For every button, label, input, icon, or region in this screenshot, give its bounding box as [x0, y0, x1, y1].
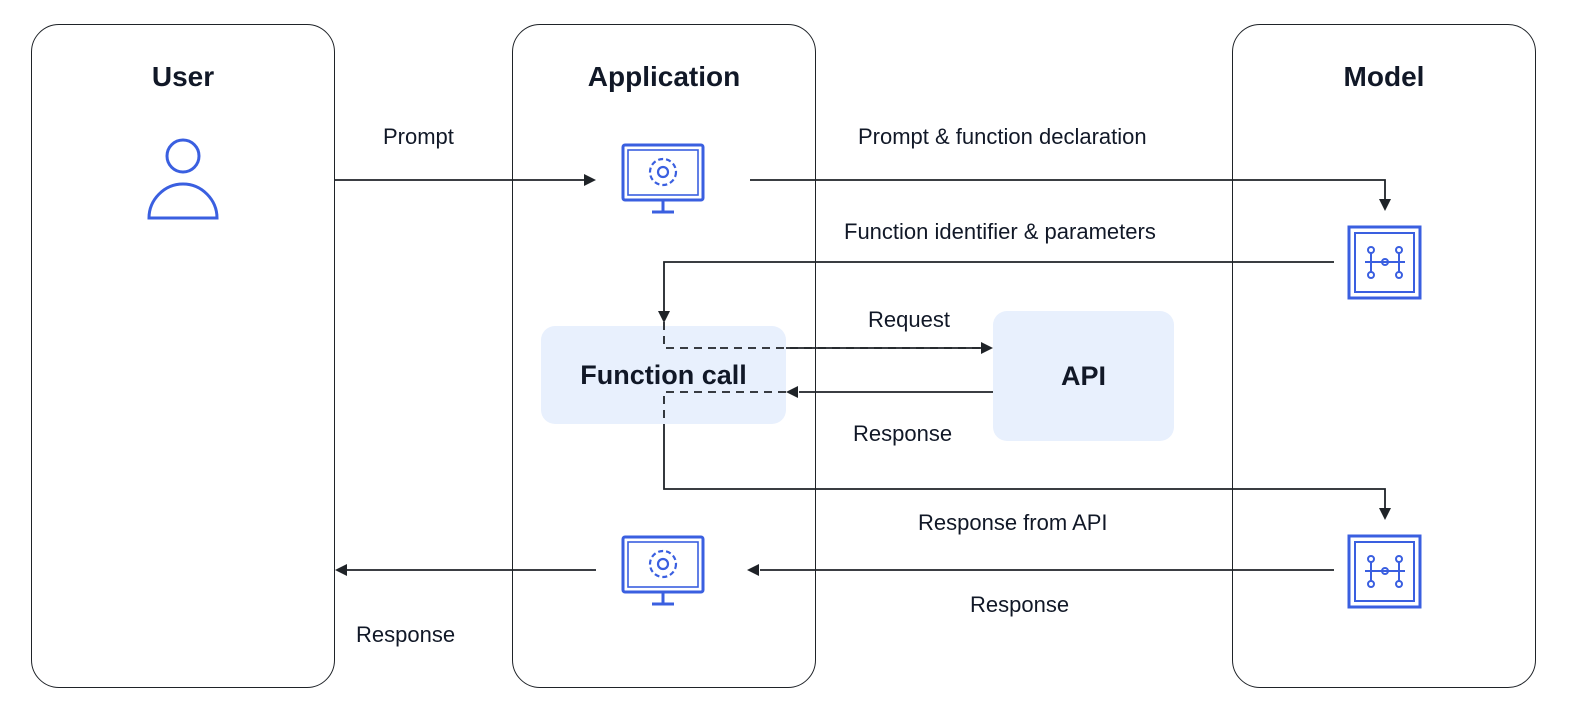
application-lane: Application [512, 24, 816, 688]
model-lane: Model [1232, 24, 1536, 688]
model-chip-icon-bottom [1347, 534, 1422, 609]
app-settings-icon-bottom [621, 535, 705, 606]
user-icon [147, 138, 219, 220]
arrowhead-identifier [658, 311, 670, 323]
model-chip-icon-top [1347, 225, 1422, 300]
arrowhead-response-from-api [1379, 508, 1391, 520]
arrowhead-model-response [747, 564, 759, 576]
identifier-arrow [663, 261, 1334, 312]
arrowhead-declaration [1379, 199, 1391, 211]
response-dashed-path [663, 391, 786, 424]
request-label: Request [868, 307, 950, 332]
application-lane-title: Application [587, 61, 741, 92]
request-dashed-path [663, 322, 720, 349]
prompt-function-declaration-label: Prompt & function declaration [858, 124, 1147, 149]
user-lane: User [31, 24, 335, 688]
declaration-arrow [750, 179, 1386, 200]
response-from-api-label: Response from API [918, 510, 1108, 535]
arrowhead-prompt [584, 174, 596, 186]
box-response-label: Response [853, 421, 953, 446]
app-settings-icon-top [621, 143, 705, 214]
arrowhead-request [981, 342, 993, 354]
model-response-label: Response [970, 592, 1070, 617]
arrowhead-api-response [786, 386, 798, 398]
api-label: API [1060, 360, 1106, 391]
prompt-label: Prompt [383, 124, 454, 149]
function-call-box: Function call [541, 326, 786, 424]
user-response-label: Response [356, 622, 456, 647]
user-lane-title: User [151, 61, 215, 92]
arrowhead-user-response [335, 564, 347, 576]
response-from-api-arrow [663, 424, 1386, 509]
function-call-label: Function call [580, 359, 747, 390]
function-identifier-parameters-label: Function identifier & parameters [844, 219, 1156, 244]
model-lane-title: Model [1343, 61, 1425, 92]
api-box: API [993, 311, 1174, 441]
